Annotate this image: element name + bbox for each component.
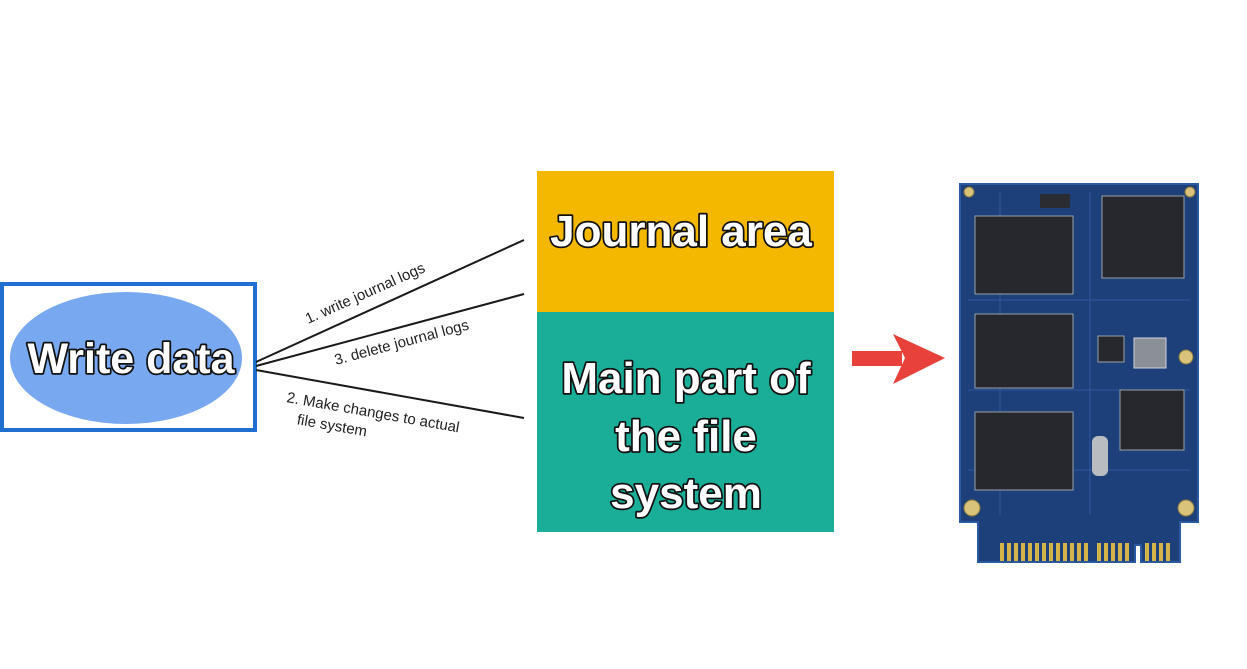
edge-label-make-changes: 2. Make changes to actual file system	[285, 389, 460, 440]
right-arrow-icon	[852, 334, 945, 384]
write-data-label: Write data	[27, 335, 235, 383]
edge-line-delete-journal	[255, 293, 525, 367]
edge-line-make-changes	[255, 369, 525, 419]
edge-label-delete-journal: 3. delete journal logs	[333, 317, 471, 369]
write-data-node: Write data	[0, 282, 257, 432]
journal-area-rect	[537, 171, 834, 312]
edge-label-write-journal: 1. write journal logs	[303, 260, 428, 328]
main-area-line-3: system	[610, 469, 762, 518]
main-area-block: Main part of the file system	[537, 312, 834, 532]
write-data-ellipse	[10, 292, 242, 424]
main-area-line-1: Main part of	[561, 354, 811, 403]
journal-area-block: Journal area	[537, 171, 834, 312]
edge-lines	[255, 239, 525, 419]
ssd-circuit-board-icon	[959, 183, 1199, 563]
main-area-line-2: the file	[615, 412, 757, 461]
journal-area-label: Journal area	[550, 207, 812, 256]
main-area-rect	[537, 312, 834, 532]
edge-line-write-journal	[255, 239, 525, 363]
